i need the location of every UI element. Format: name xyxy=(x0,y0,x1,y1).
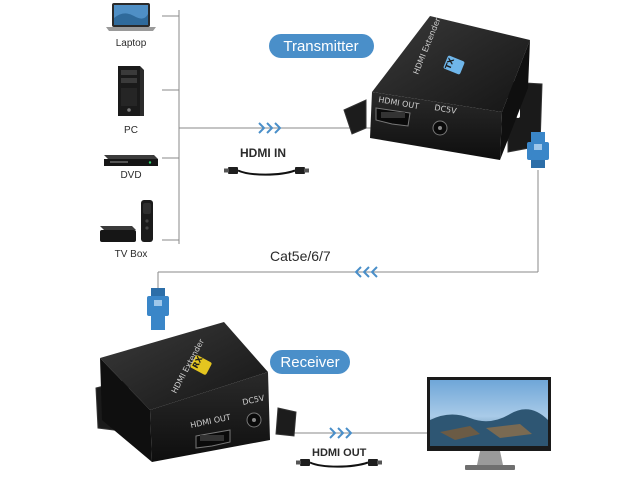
transmitter-title-pill: Transmitter xyxy=(269,34,374,58)
connection-lines xyxy=(157,10,539,434)
tv-box-icon xyxy=(100,200,153,242)
source-label-laptop: Laptop xyxy=(116,38,147,49)
transmitter-port-power: DC5V xyxy=(434,103,458,116)
rj45-plug-icon xyxy=(527,132,549,168)
hdmi-out-cable-icon xyxy=(296,459,382,468)
monitor-icon xyxy=(427,377,551,470)
rj45-plug-icon xyxy=(147,288,169,330)
source-label-tvbox: TV Box xyxy=(115,249,148,260)
receiver-title: Receiver xyxy=(280,354,339,371)
receiver-device xyxy=(95,322,297,462)
receiver-title-pill: Receiver xyxy=(270,350,350,374)
hdmi-in-arrows xyxy=(258,122,282,134)
hdmi-in-cable-icon xyxy=(224,167,309,176)
source-label-pc: PC xyxy=(124,125,138,136)
source-label-dvd: DVD xyxy=(120,170,141,181)
hdmi-out-label: HDMI OUT xyxy=(312,447,367,459)
direction-arrows xyxy=(258,122,378,439)
hdmi-in-label: HDMI IN xyxy=(240,146,286,160)
dvd-player-icon xyxy=(104,155,158,166)
hdmi-out-arrows xyxy=(329,427,353,439)
cat-arrows xyxy=(354,266,378,278)
transmitter-badge: TX xyxy=(444,56,457,71)
cat-cable-label: Cat5e/6/7 xyxy=(270,248,331,264)
laptop-icon xyxy=(106,3,156,31)
transmitter-device xyxy=(343,16,543,160)
pc-tower-icon xyxy=(118,66,144,116)
transmitter-title: Transmitter xyxy=(283,38,358,55)
